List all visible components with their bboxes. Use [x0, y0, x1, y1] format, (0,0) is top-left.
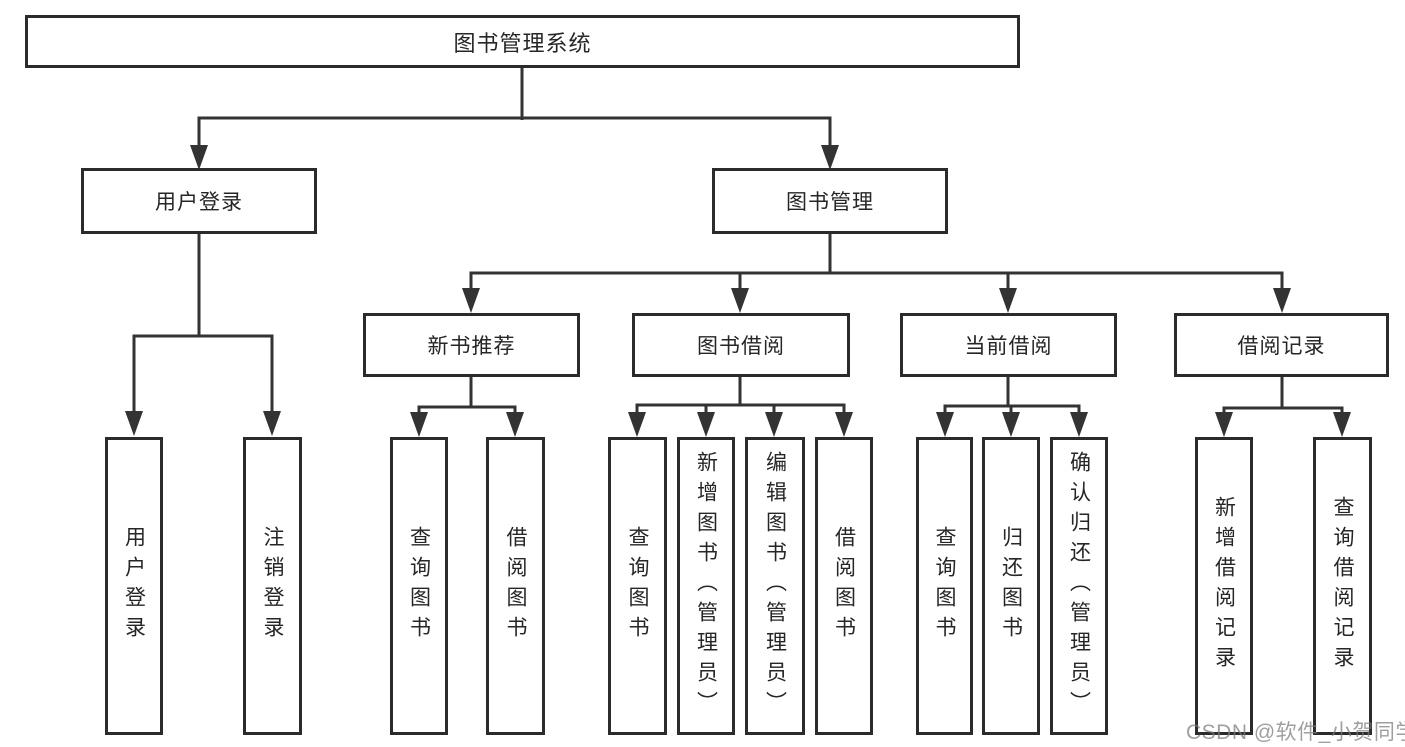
- leaf-add-books-admin: 新增图书（管理员）: [677, 437, 735, 735]
- node-current-borrowing: 当前借阅: [900, 313, 1117, 377]
- leaf-label: 查询图书: [407, 526, 431, 646]
- leaf-label: 借阅图书: [504, 526, 527, 646]
- node-borrowing-records: 借阅记录: [1174, 313, 1389, 377]
- node-book-borrowing: 图书借阅: [632, 313, 850, 377]
- leaf-label: 确认归还（管理员）: [1067, 451, 1091, 721]
- leaf-return-books: 归还图书: [982, 437, 1040, 735]
- leaf-edit-books-admin: 编辑图书（管理员）: [745, 437, 805, 735]
- leaf-label: 借阅图书: [832, 526, 856, 646]
- leaf-logout: 注销登录: [243, 437, 302, 735]
- leaf-label: 查询图书: [933, 526, 956, 646]
- leaf-borrow-books-1: 借阅图书: [486, 437, 545, 735]
- leaf-user-login: 用户登录: [105, 437, 163, 735]
- node-library-management-system: 图书管理系统: [25, 15, 1020, 68]
- leaf-label: 注销登录: [261, 526, 284, 646]
- leaf-label: 新增图书（管理员）: [694, 451, 718, 721]
- leaf-label: 归还图书: [999, 526, 1023, 646]
- csdn-watermark: CSDN @软件_小贺同学: [1186, 721, 1405, 744]
- leaf-label: 查询图书: [626, 526, 649, 646]
- node-new-book-recommend: 新书推荐: [363, 313, 580, 377]
- leaf-query-borrow-record: 查询借阅记录: [1313, 437, 1372, 735]
- leaf-query-books-1: 查询图书: [390, 437, 448, 735]
- arrowheads: [125, 145, 1351, 437]
- leaf-label: 编辑图书（管理员）: [763, 451, 787, 721]
- leaf-query-books-2: 查询图书: [608, 437, 667, 735]
- node-user-login: 用户登录: [81, 168, 317, 234]
- leaf-query-books-3: 查询图书: [916, 437, 973, 735]
- leaf-borrow-books-2: 借阅图书: [815, 437, 873, 735]
- leaf-label: 新增借阅记录: [1212, 496, 1236, 676]
- leaf-confirm-return-admin: 确认归还（管理员）: [1050, 437, 1108, 735]
- node-book-management: 图书管理: [712, 168, 948, 234]
- leaf-label: 查询借阅记录: [1331, 496, 1354, 676]
- leaf-add-borrow-record: 新增借阅记录: [1195, 437, 1253, 735]
- leaf-label: 用户登录: [122, 526, 146, 646]
